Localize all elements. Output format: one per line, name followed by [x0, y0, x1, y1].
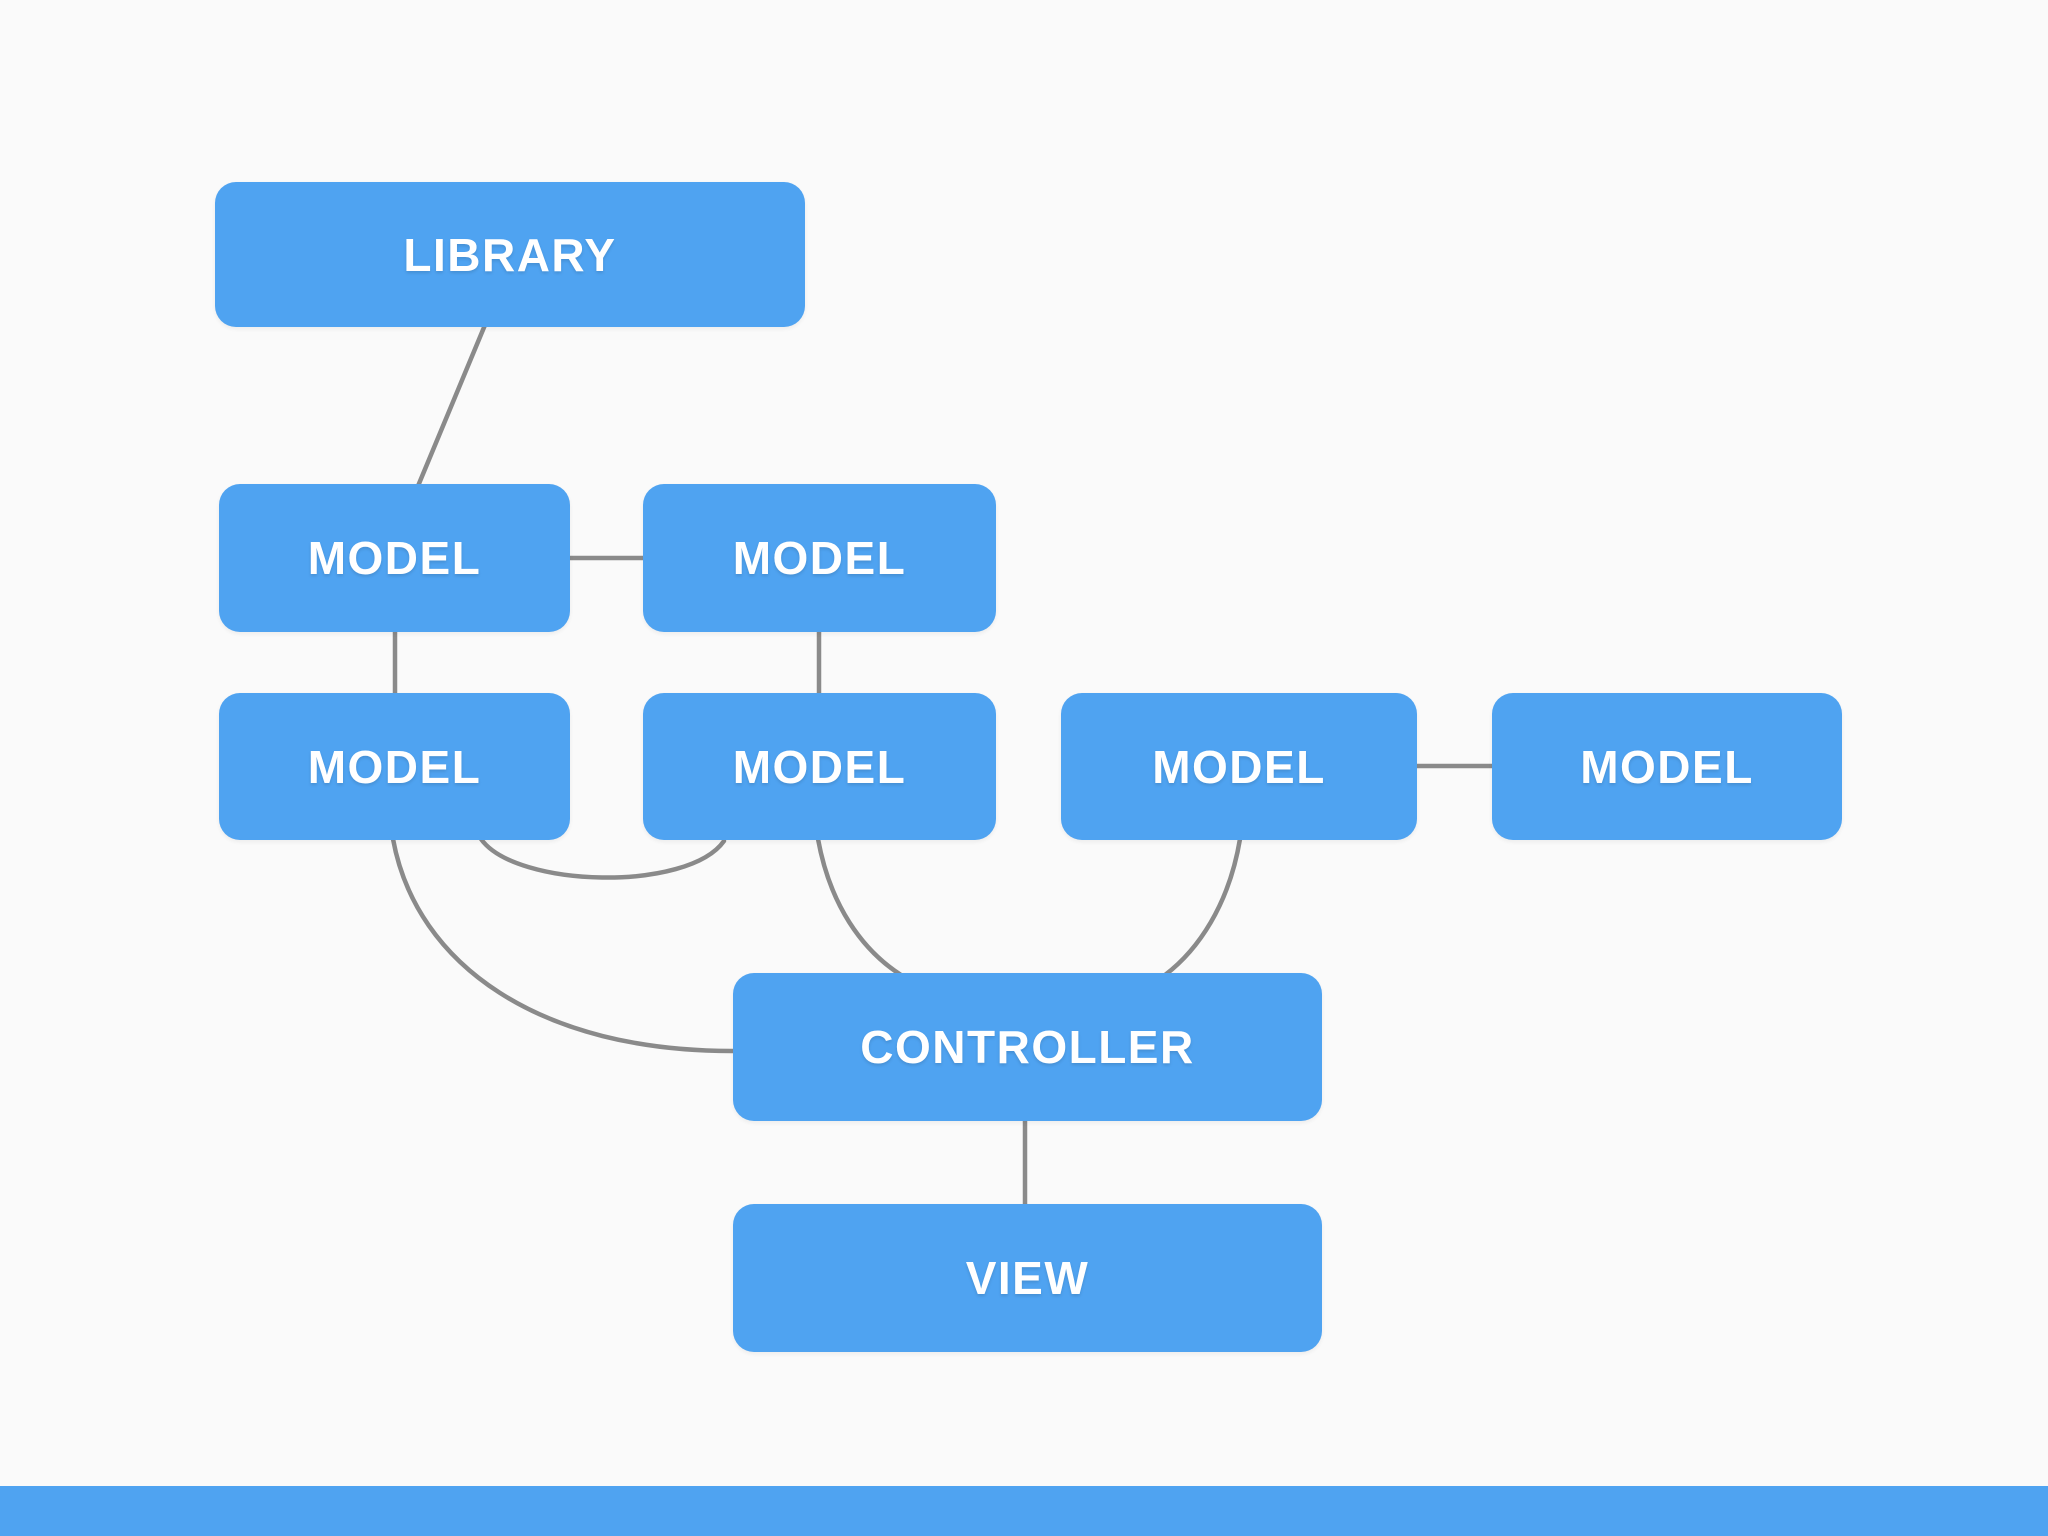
- node-library-label: LIBRARY: [403, 228, 617, 281]
- node-view: VIEW: [733, 1204, 1322, 1352]
- node-model-right: MODEL: [1061, 693, 1417, 840]
- footer-accent-bar: [0, 1486, 2048, 1536]
- node-model-mid-left-label: MODEL: [307, 740, 482, 793]
- edge-model-mid-center-to-controller: [815, 836, 904, 978]
- edge-model-mid-left-to-mid-center: [478, 836, 727, 880]
- node-model-mid-left: MODEL: [219, 693, 570, 840]
- node-model-mid-center-label: MODEL: [732, 740, 907, 793]
- node-model-far-right: MODEL: [1492, 693, 1842, 840]
- node-model-top-right-label: MODEL: [732, 532, 907, 584]
- node-model-far-right-label: MODEL: [1580, 740, 1754, 793]
- node-model-top-left-label: MODEL: [307, 532, 482, 584]
- node-model-top-left: MODEL: [219, 484, 570, 632]
- edge-model-right-to-controller: [1162, 836, 1243, 978]
- node-model-right-label: MODEL: [1152, 740, 1326, 793]
- node-model-top-right: MODEL: [643, 484, 996, 632]
- edge-model-mid-left-to-controller: [390, 836, 738, 1054]
- node-model-mid-center: MODEL: [643, 693, 996, 840]
- edge-library-to-model-top-left: [415, 322, 488, 489]
- node-library: LIBRARY: [215, 182, 805, 327]
- node-controller: CONTROLLER: [733, 973, 1322, 1121]
- node-view-label: VIEW: [965, 1252, 1090, 1304]
- node-controller-label: CONTROLLER: [860, 1021, 1195, 1073]
